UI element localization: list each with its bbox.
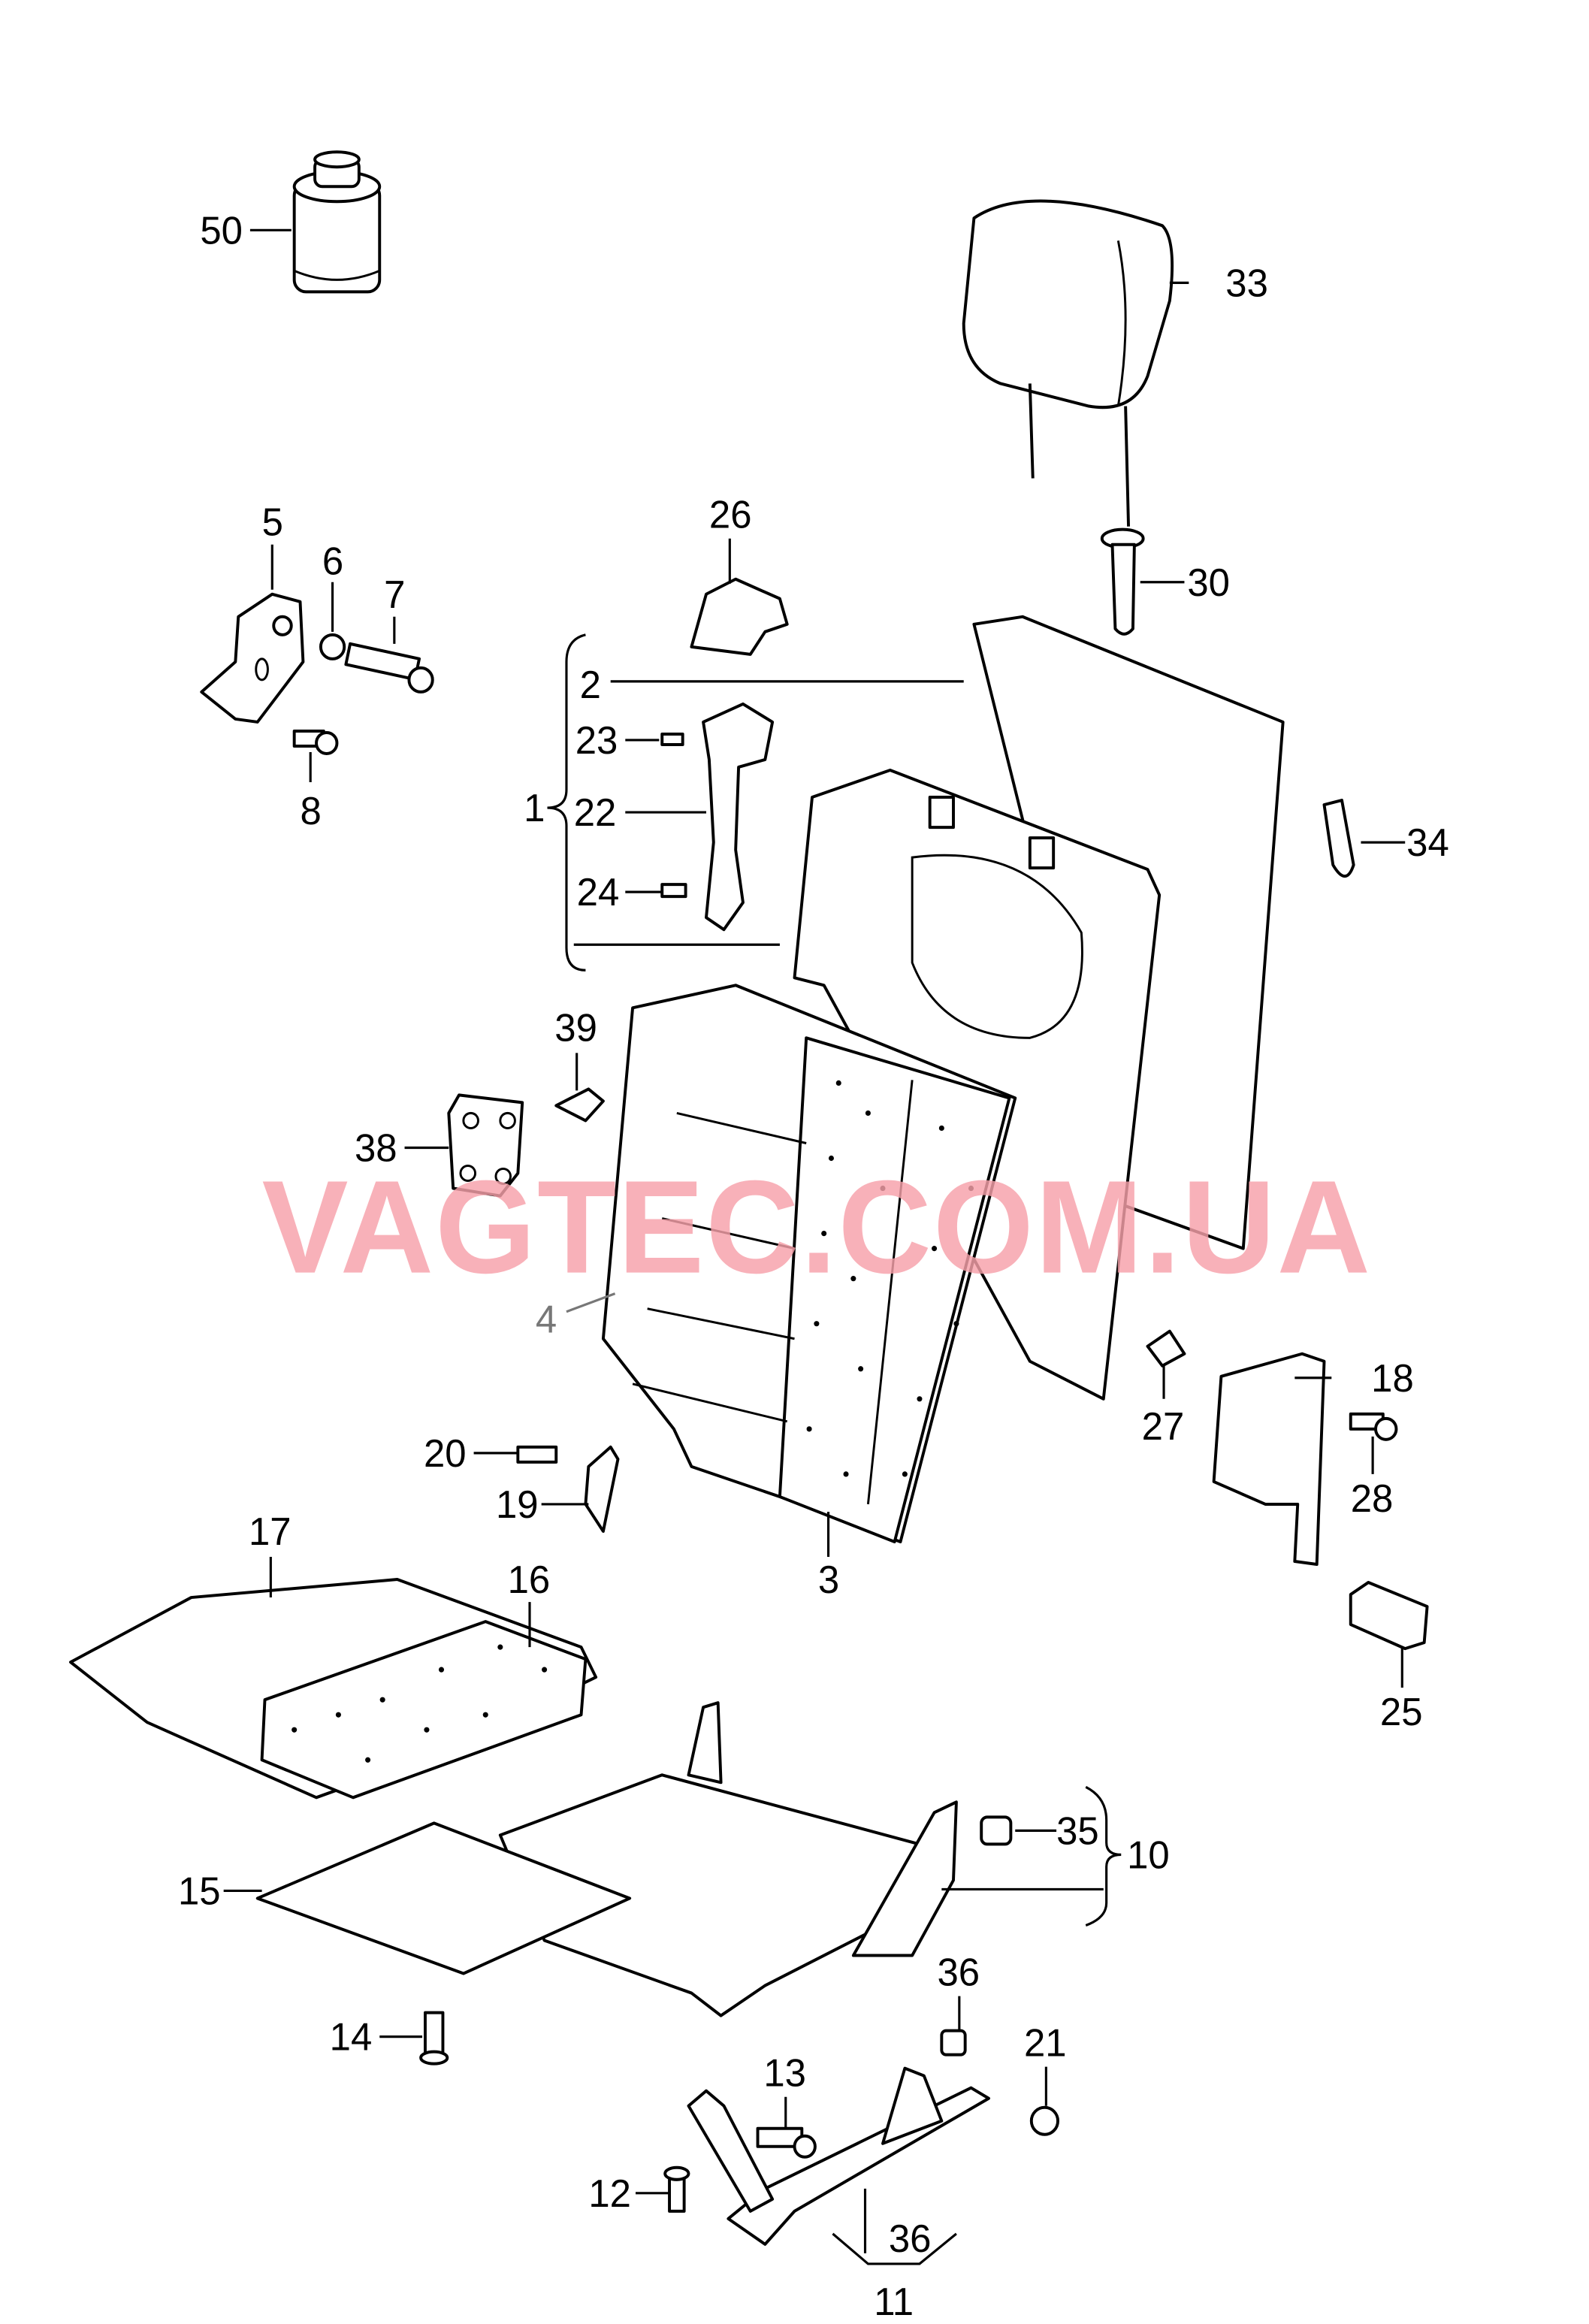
label-28[interactable]: 28 [1351, 1476, 1394, 1520]
part-11-rail [687, 2066, 990, 2246]
part-18-side-trim [1212, 1352, 1326, 1567]
part-20-clip [516, 1445, 558, 1464]
part-14-pin [419, 2011, 449, 2066]
label-27[interactable]: 27 [1142, 1404, 1185, 1448]
part-30-guide-sleeve [1100, 527, 1145, 636]
label-8[interactable]: 8 [301, 789, 322, 833]
label-16[interactable]: 16 [508, 1558, 551, 1602]
label-50[interactable]: 50 [200, 208, 243, 252]
part-8-screw [292, 729, 339, 755]
part-16-seat-padding [260, 1620, 588, 1800]
part-28-screw [1349, 1412, 1398, 1441]
label-14[interactable]: 14 [330, 2014, 373, 2059]
label-36-rail[interactable]: 36 [889, 2216, 932, 2260]
part-10-seat-frame [498, 1701, 958, 2017]
part-34-strap [1322, 799, 1355, 878]
label-1[interactable]: 1 [524, 786, 545, 830]
leader-lines [223, 228, 1406, 2265]
label-5[interactable]: 5 [262, 500, 283, 544]
label-34[interactable]: 34 [1406, 821, 1449, 865]
label-21[interactable]: 21 [1024, 2020, 1067, 2065]
part-36-bushing [940, 2029, 967, 2057]
part-19-bracket [584, 1445, 620, 1533]
part-22-release-handle [702, 702, 775, 932]
part-4-backrest-cushion [601, 984, 1017, 1543]
label-19[interactable]: 19 [496, 1482, 539, 1526]
part-24-screw [660, 883, 687, 899]
part-23-screw [660, 732, 684, 746]
label-4[interactable]: 4 [536, 1297, 557, 1341]
label-12[interactable]: 12 [588, 2171, 631, 2215]
label-2[interactable]: 2 [580, 662, 601, 706]
label-23[interactable]: 23 [575, 718, 618, 762]
label-3[interactable]: 3 [818, 1558, 839, 1602]
callout-labels: 50 33 5 6 7 26 30 2 23 1 22 24 34 8 39 3… [178, 208, 1449, 2323]
part-50-cleaner-can [292, 150, 382, 294]
label-26[interactable]: 26 [709, 492, 752, 536]
label-17[interactable]: 17 [249, 1509, 292, 1553]
part-25-connector [1349, 1581, 1429, 1651]
label-7[interactable]: 7 [384, 572, 405, 616]
label-13[interactable]: 13 [763, 2050, 806, 2095]
part-38-hinge-plate [447, 1093, 524, 1198]
label-24[interactable]: 24 [577, 870, 620, 914]
part-27-clip [1146, 1329, 1186, 1368]
part-13-bolt [756, 2126, 817, 2159]
label-22[interactable]: 22 [574, 790, 617, 835]
label-33[interactable]: 33 [1225, 261, 1268, 305]
part-35-bushing [980, 1815, 1013, 1846]
part-21-nut [1029, 2105, 1059, 2136]
watermark: VAGTEC.COM.UA [262, 1153, 1372, 1301]
label-38[interactable]: 38 [355, 1126, 397, 1170]
label-36-bushing[interactable]: 36 [937, 1950, 980, 1994]
label-11[interactable]: 11 [874, 2279, 914, 2323]
label-25[interactable]: 25 [1380, 1690, 1423, 1734]
label-39[interactable]: 39 [554, 1005, 597, 1050]
label-6[interactable]: 6 [322, 539, 343, 583]
label-20[interactable]: 20 [424, 1431, 467, 1475]
part-39-clip [554, 1087, 605, 1123]
part-15-seat-pan-mat [255, 1821, 632, 1975]
label-10[interactable]: 10 [1127, 1833, 1170, 1877]
label-30[interactable]: 30 [1187, 560, 1230, 604]
part-5-bracket [200, 592, 305, 724]
label-15[interactable]: 15 [178, 1869, 221, 1913]
label-35[interactable]: 35 [1056, 1809, 1099, 1853]
part-7-bolt [344, 642, 434, 694]
part-26-cover [690, 577, 789, 656]
label-18[interactable]: 18 [1371, 1355, 1414, 1400]
part-33-headrest [962, 199, 1174, 527]
part-12-screw [663, 2165, 690, 2213]
fabric-dots [806, 1080, 974, 1477]
part-6-nut [319, 633, 346, 660]
